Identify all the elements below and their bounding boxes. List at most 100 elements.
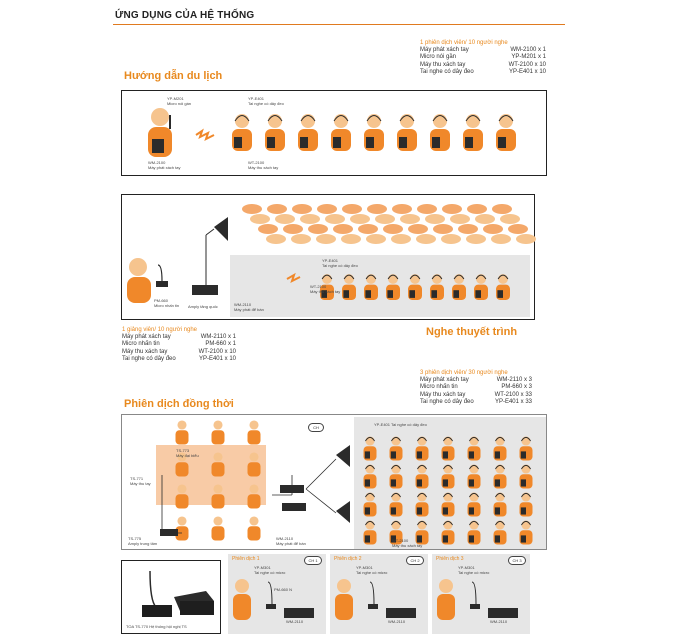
speaker-horn-icon <box>205 217 228 285</box>
tour-listeners <box>232 114 516 151</box>
audience-member <box>467 204 487 214</box>
sim-listener-figure <box>467 436 481 461</box>
audience-member <box>458 224 478 234</box>
presentation-spec: 1 giảng viên/ 10 người nghe Máy phát xác… <box>122 327 236 362</box>
sim-listener-figure <box>363 436 377 461</box>
audience-member <box>433 224 453 234</box>
tour-listener-figure <box>298 114 318 151</box>
delegate-figure <box>175 484 189 509</box>
pres-mic-label: PM-660 Micro nhấn tin <box>154 298 180 308</box>
booth-1-headset-label: YP-M301 Tai nghe có micro <box>254 565 286 575</box>
audience-member <box>425 214 445 224</box>
audience-member <box>391 234 411 244</box>
tour-listener-figure <box>364 114 384 151</box>
simultaneous-spec: 3 phiên dịch viên/ 30 người nghe Máy phá… <box>420 370 532 405</box>
tour-mic-label: YP-M201 Micro nói gần <box>167 96 192 106</box>
pres-transmitter-label: WM-2110 Máy phát để bàn <box>234 302 264 312</box>
tour-spec-heading: 1 phiên dịch viên/ 10 người nghe <box>420 40 508 46</box>
sim-listener-figure <box>389 492 403 517</box>
delegate-figure <box>211 516 225 541</box>
booth-1-title: Phiên dịch 1 <box>232 556 260 562</box>
delegate-figure <box>211 452 225 477</box>
presentation-listener-figure <box>408 274 422 300</box>
audience-member <box>516 234 536 244</box>
booth-3-title: Phiên dịch 3 <box>436 556 464 562</box>
speaker-top-icon <box>336 445 350 467</box>
audience-member <box>258 224 278 234</box>
audience-member <box>442 204 462 214</box>
booth-2-transmitter-label: WM-2110 <box>388 619 406 624</box>
audience-member <box>242 204 262 214</box>
sim-listener-figure <box>363 464 377 489</box>
booth-3: Phiên dịch 3 CH 3 YP-M301 Tai nghe có mi… <box>432 554 530 634</box>
booth-2-illustration <box>335 579 416 620</box>
booth-1-illustration <box>233 579 314 620</box>
audience-member <box>317 204 337 214</box>
audience-member <box>366 234 386 244</box>
sim-listener-figure <box>467 464 481 489</box>
tour-listener-figure <box>265 114 285 151</box>
tour-transmitter-label: WM-2100 Máy phát xách tay <box>148 160 181 170</box>
audience-member <box>417 204 437 214</box>
ts771-label: TS-771 Máy thu tay <box>130 476 151 486</box>
presentation-listener-figure <box>430 274 444 300</box>
audience-member <box>508 224 528 234</box>
sim-transmitter-label: WM-2110 Máy phát để bàn <box>276 536 306 546</box>
ts-amp-device <box>280 485 304 493</box>
audience-member <box>325 214 345 224</box>
tour-receiver-label: WT-2100 Máy thu xách tay <box>248 160 279 170</box>
tour-listener-figure <box>430 114 450 151</box>
audience-member <box>367 204 387 214</box>
channel-oval-main: CH <box>308 423 324 432</box>
booth-2-channel: CH 2 <box>406 556 424 565</box>
sim-listener-figure <box>519 520 533 545</box>
speaker-bottom-icon <box>336 501 350 523</box>
ts770-photo <box>142 570 214 617</box>
tour-listener-figure <box>232 114 252 151</box>
audience-member <box>291 234 311 244</box>
presentation-listener-figure <box>342 274 356 300</box>
audience-crowd <box>242 204 536 244</box>
presentation-listener-figure <box>474 274 488 300</box>
booth-2-title: Phiên dịch 2 <box>334 556 362 562</box>
presentation-title: Nghe thuyết trình <box>426 326 518 338</box>
delegate-figure <box>175 516 189 541</box>
audience-member <box>250 214 270 224</box>
sim-listener-figure <box>519 492 533 517</box>
ts775-label: TS-775 Amply trung tâm <box>128 536 158 546</box>
audience-member <box>283 224 303 234</box>
audience-member <box>483 224 503 234</box>
presentation-listener-figure <box>496 274 510 300</box>
tour-diagram: YP-M201 Micro nói gần YP-E401 Tai nghe c… <box>121 90 547 176</box>
presentation-illustration <box>127 204 536 317</box>
audience-member <box>491 234 511 244</box>
sim-listener-figure <box>363 492 377 517</box>
ts773-label: TS-773 Máy đại biểu <box>176 448 199 458</box>
audience-member <box>358 224 378 234</box>
booth-3-channel: CH 3 <box>508 556 526 565</box>
audience-member <box>266 234 286 244</box>
audience-member <box>475 214 495 224</box>
sim-listener-figure <box>441 464 455 489</box>
tour-illustration <box>148 108 516 157</box>
presentation-listener-figure <box>386 274 400 300</box>
audience-member <box>492 204 512 214</box>
sim-listener-figure <box>441 520 455 545</box>
delegate-figure <box>247 420 261 445</box>
booth-3-headset-label: YP-M301 Tai nghe có micro <box>458 565 490 575</box>
audience-member <box>450 214 470 224</box>
presentation-receivers <box>320 274 510 300</box>
amp-device <box>192 285 218 295</box>
sim-receiver-label: WT-2100 Máy thu xách tay <box>392 538 423 548</box>
sim-listener-figure <box>389 520 403 545</box>
audience-member <box>341 234 361 244</box>
delegate-figure <box>247 452 261 477</box>
booth-1: Phiên dịch 1 CH 1 YP-M301 Tai nghe có mi… <box>228 554 326 634</box>
audience-member <box>267 204 287 214</box>
delegate-figure <box>247 516 261 541</box>
presentation-spec-heading: 1 giảng viên/ 10 người nghe <box>122 327 198 333</box>
simultaneous-diagram: CH TS-773 Máy đại biểu TS-771 Máy thu ta… <box>121 414 547 550</box>
audience-member <box>400 214 420 224</box>
audience-member <box>350 214 370 224</box>
presentation-listener-figure <box>364 274 378 300</box>
